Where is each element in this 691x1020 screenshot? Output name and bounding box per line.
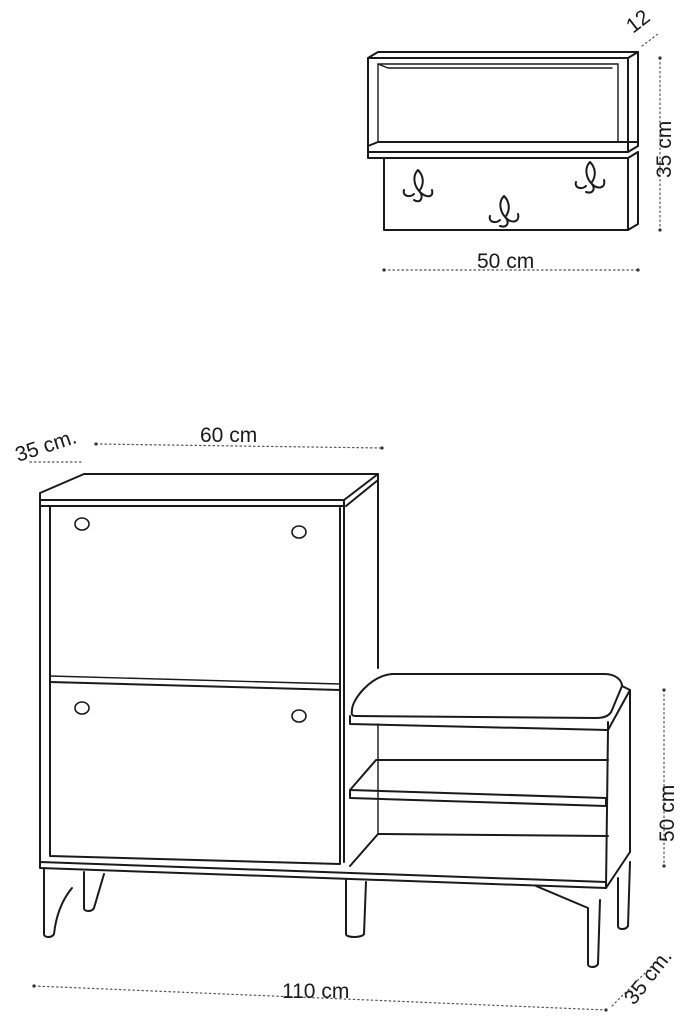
total-width-label: 110 cm — [282, 980, 349, 1003]
upper-flap-door — [49, 505, 341, 691]
cabinet-body — [39, 479, 379, 863]
bench-side-top — [621, 685, 631, 691]
shoe-cabinet-bench: 35 cm. 60 cm 50 cm 110 cm 35 cm. — [12, 424, 679, 1012]
shelf-depth-label: 12 — [622, 5, 655, 38]
shelf-height-label: 35 cm — [653, 121, 676, 178]
base-plinth-side — [605, 851, 631, 889]
bench-shelf-middle — [349, 759, 609, 807]
shelf-depth-dim-line — [641, 33, 659, 47]
upper-right-knob-icon — [291, 525, 307, 539]
shelf-top-edge — [367, 51, 639, 59]
total-width-dim-line — [33, 985, 607, 1011]
base-plinth — [39, 861, 607, 889]
leg-front-middle — [345, 879, 367, 938]
bench-depth-dim-line — [611, 965, 653, 1007]
shelf-inner-back — [377, 63, 613, 69]
bench-shelf-bottom — [349, 833, 609, 867]
upper-door-bottom-edge — [49, 675, 341, 685]
coat-hook-center-icon — [488, 195, 520, 228]
leg-front-right — [535, 885, 601, 968]
lower-left-knob-icon — [74, 701, 90, 715]
shelf-opening — [377, 63, 619, 143]
bench-height-label: 50 cm — [656, 785, 679, 842]
cabinet-top-front-edge — [39, 499, 345, 507]
bench-side-panel — [607, 689, 631, 853]
leg-back-right — [617, 861, 631, 930]
bench-cushion — [350, 673, 623, 719]
shelf-bottom-board — [367, 141, 639, 159]
shelf-box-side — [627, 51, 639, 153]
shelf-width-label: 50 cm — [477, 250, 534, 273]
lower-flap-door — [49, 681, 341, 865]
lower-right-knob-icon — [291, 709, 307, 723]
hook-panel — [383, 157, 629, 231]
coat-hook-right-icon — [574, 161, 606, 194]
cabinet-depth-label: 35 cm. — [12, 425, 79, 466]
shelf-box-front — [367, 57, 629, 153]
upper-left-knob-icon — [74, 517, 90, 531]
wall-shelf: 12 35 cm 50 cm — [367, 5, 676, 273]
cabinet-width-label: 60 cm — [200, 424, 257, 447]
bench-depth-label: 35 cm. — [620, 945, 677, 1009]
cabinet-top-board — [39, 473, 379, 501]
bench-top-board — [349, 715, 609, 731]
leg-back-left — [83, 871, 105, 912]
bench-front-edge — [605, 729, 609, 889]
coat-hook-left-icon — [402, 169, 434, 203]
hook-panel-side — [627, 151, 639, 231]
leg-front-left — [43, 867, 73, 938]
cabinet-width-dim-line — [29, 443, 383, 463]
